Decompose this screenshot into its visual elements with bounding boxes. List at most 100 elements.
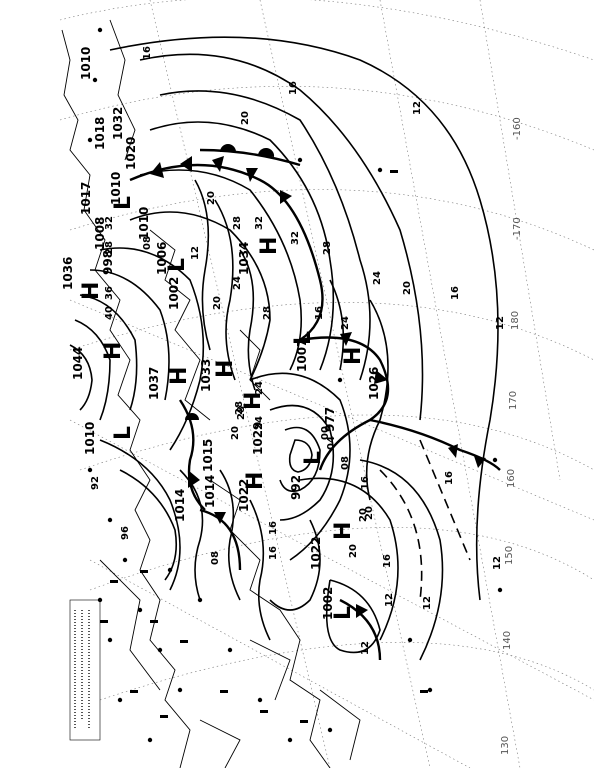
isobar-label: 12 xyxy=(384,593,395,607)
isobar-label: 12 xyxy=(492,556,503,570)
pressure-label: 1020 xyxy=(124,137,138,170)
pressure-label: 1026 xyxy=(367,367,381,400)
isobar-label: 08 xyxy=(340,456,351,470)
isobar-label: 12 xyxy=(495,316,506,330)
pressure-label: 1006 xyxy=(155,242,169,275)
pressure-label: 977 xyxy=(323,407,337,432)
isobar-label: 12 xyxy=(422,596,433,610)
pressure-label: 1010 xyxy=(79,47,93,80)
isobar-label: 08 xyxy=(210,551,221,565)
pressure-label: 1007 xyxy=(295,339,309,372)
isobar-label: 28 xyxy=(322,241,333,255)
isobar-label: 28 xyxy=(232,216,243,230)
pressure-label: 1022 xyxy=(309,537,323,570)
isobar-label: 16 xyxy=(142,46,153,60)
high-center: H xyxy=(241,392,266,410)
isobar-label: 28 xyxy=(262,306,273,320)
cold-front xyxy=(199,508,242,571)
trough xyxy=(419,439,471,561)
isobar-label: 40 xyxy=(104,306,115,320)
isobar-label: 32 xyxy=(104,216,115,230)
longitude-label: 150 xyxy=(504,546,515,565)
isobar-label: 20 xyxy=(206,191,217,205)
low-center: L xyxy=(291,331,316,345)
pressure-label: 1022 xyxy=(237,479,251,512)
low-center: L xyxy=(111,196,136,210)
isobar-label: 96 xyxy=(120,526,131,540)
longitude-label: 140 xyxy=(502,631,513,650)
isobar-label: 24 xyxy=(232,276,243,290)
high-center: H xyxy=(331,522,356,540)
high-center: H xyxy=(213,360,238,378)
high-center: H xyxy=(167,367,192,385)
low-center: L xyxy=(301,451,326,465)
longitude-label: -160 xyxy=(512,117,523,140)
pressure-label: 1034 xyxy=(237,242,251,275)
isobar-label: 16 xyxy=(268,521,279,535)
high-center: H xyxy=(101,342,126,360)
longitude-label: 130 xyxy=(500,736,511,755)
isobar-label: 16 xyxy=(288,81,299,95)
pressure-label: 992 xyxy=(289,475,303,500)
isobar-label: 24 xyxy=(254,416,265,430)
low-center: L xyxy=(165,258,190,272)
isobar-label: 92 xyxy=(90,476,101,490)
pressure-label: 1015 xyxy=(201,439,215,472)
isobar-label: 24 xyxy=(372,271,383,285)
isobar-label: 16 xyxy=(382,554,393,568)
isobar-label: 28 xyxy=(234,401,245,415)
pressure-label: 1032 xyxy=(111,107,125,140)
isobar-label: 28 xyxy=(236,406,247,420)
pressure-label: 1029 xyxy=(251,422,265,455)
isobar-label: 16 xyxy=(360,476,371,490)
isobar-label: 12 xyxy=(360,641,371,655)
low-center: L xyxy=(111,426,136,440)
high-center: H xyxy=(243,472,268,490)
isobar-label: 16 xyxy=(444,471,455,485)
pressure-label: 1033 xyxy=(199,359,213,392)
longitude-label: 180 xyxy=(510,311,521,330)
isobar-label: 20 xyxy=(212,296,223,310)
isobar-label: 20 xyxy=(358,508,369,522)
pressure-label: 1010 xyxy=(137,207,151,240)
isobar-label: 32 xyxy=(254,216,265,230)
isobar-label: 12 xyxy=(412,101,423,115)
isobar-label: 20 xyxy=(348,544,359,558)
isobar-label: 36 xyxy=(104,286,115,300)
longitude-label: 170 xyxy=(508,391,519,410)
longitude-label: -170 xyxy=(512,217,523,240)
longitude-labels: -160 -170 180 170 160 150 140 130 xyxy=(500,117,523,755)
stationary-front xyxy=(369,418,501,471)
fronts xyxy=(129,144,501,661)
isobar-label: 16 xyxy=(314,306,325,320)
high-center: H xyxy=(257,237,282,255)
warm-front xyxy=(199,148,301,167)
pressure-label: 1008 xyxy=(93,217,107,250)
isobar-labels: 16 20 12 16 20 24 28 32 36 40 28 32 24 2… xyxy=(90,46,506,655)
isobar-label: 24 xyxy=(340,316,351,330)
isobar-label: 08 xyxy=(142,236,153,250)
isobar-label: 00 xyxy=(320,426,331,440)
pressure-label: 1018 xyxy=(93,117,107,150)
isobar-label: 16 xyxy=(268,546,279,560)
pressure-centers: H H H H H H H H H L L L L L L xyxy=(79,196,366,620)
isobar-label: 20 xyxy=(240,111,251,125)
isobar-label: 24 xyxy=(254,381,265,395)
high-center: H xyxy=(341,347,366,365)
isobar-label: 12 xyxy=(190,246,201,260)
low-center: L xyxy=(331,606,356,620)
station-plots xyxy=(87,27,503,743)
station-text xyxy=(100,170,428,723)
pressure-label: 1002 xyxy=(321,587,335,620)
pressure-label: 1010 xyxy=(109,172,123,205)
trough xyxy=(379,469,423,601)
isobar-label: 16 xyxy=(450,286,461,300)
longitude-label: 160 xyxy=(506,469,517,488)
pressure-label: 998 xyxy=(101,250,115,275)
pressure-label: 1010 xyxy=(83,422,97,455)
pressure-label: 1037 xyxy=(147,367,161,400)
cold-front xyxy=(129,163,324,341)
isobar-label: 20 xyxy=(364,506,375,520)
chart-legend-block xyxy=(69,599,101,741)
